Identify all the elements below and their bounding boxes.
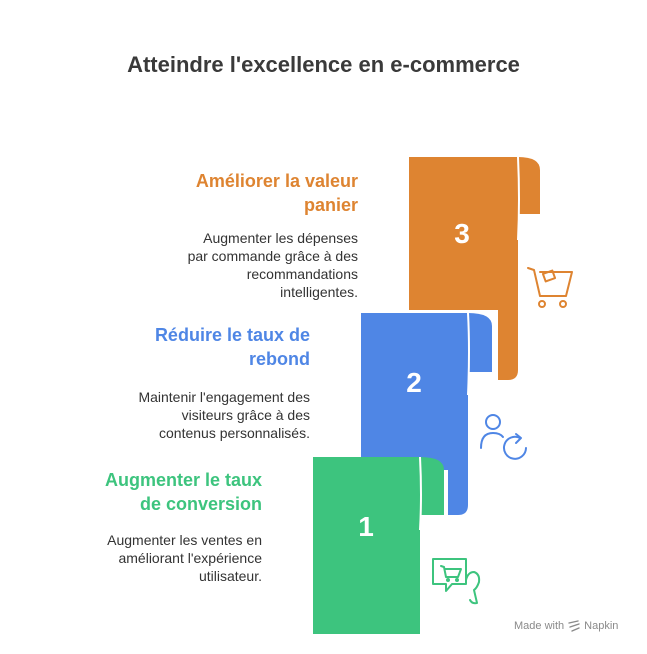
made-with-label: Made with: [514, 620, 565, 632]
step-3-title: Améliorer la valeur panier: [195, 171, 358, 215]
step-1-number: 1: [358, 511, 374, 542]
step-2-title: Réduire le taux de rebond: [154, 325, 310, 369]
user-return-icon: [480, 414, 527, 460]
shopping-chat-icon: [432, 558, 481, 605]
step-1-block: 1: [313, 456, 444, 634]
page-title: Atteindre l'excellence en e-commerce: [127, 52, 520, 77]
napkin-logo-icon: [568, 620, 580, 632]
step-3-block: 3: [409, 156, 540, 380]
step-1-title: Augmenter le taux de conversion: [104, 470, 262, 514]
made-with-napkin-badge[interactable]: Made with Napkin: [514, 620, 618, 632]
step-2-number: 2: [406, 367, 422, 398]
step-1-description: Augmenter les ventes en améliorant l'exp…: [107, 532, 262, 584]
step-3-description: Augmenter les dépenses par commande grâc…: [187, 230, 358, 300]
shopping-cart-icon: [527, 267, 573, 308]
step-3-number: 3: [454, 218, 470, 249]
step-2-description: Maintenir l'engagement des visiteurs grâ…: [138, 389, 310, 441]
napkin-brand-label: Napkin: [584, 620, 619, 632]
